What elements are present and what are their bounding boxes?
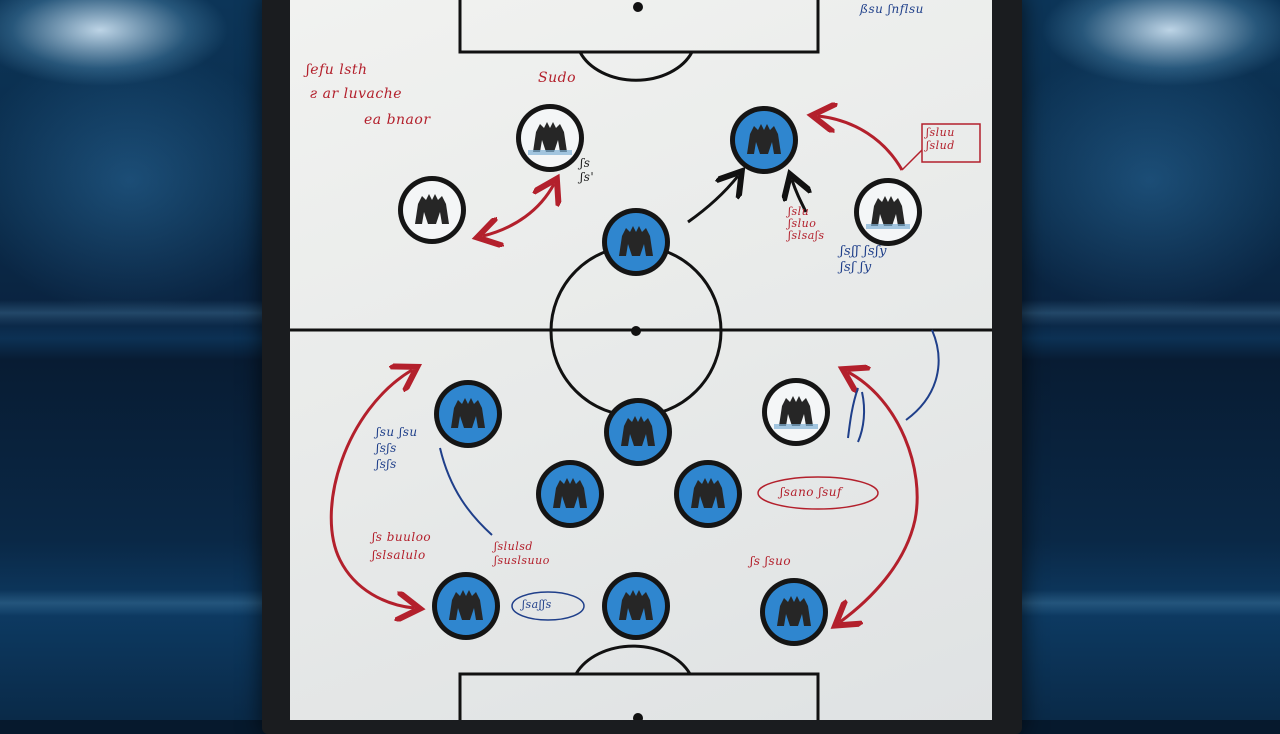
handwritten-note: ʃefu lsth: [306, 62, 368, 78]
player-magnet-white[interactable]: [760, 376, 832, 448]
handwritten-note: ʃsʃʃ ʃsʃy ʃsʃ ʃy: [840, 244, 887, 275]
handwritten-note: ea bnaor: [364, 112, 431, 128]
top-penalty-spot: [633, 2, 643, 12]
handwritten-note: Sudo: [538, 70, 576, 86]
player-magnet-white[interactable]: [852, 176, 924, 248]
player-figures-icon: [432, 572, 500, 640]
overlap-arrow: [840, 372, 919, 622]
player-magnet-blue[interactable]: [758, 576, 830, 648]
player-figures-icon: [516, 104, 584, 172]
marker-line: [847, 387, 859, 439]
note-box: [921, 123, 981, 163]
player-magnet-blue[interactable]: [534, 458, 606, 530]
pass-arrow: [483, 184, 554, 236]
handwritten-note: ʃs ʃsuo: [750, 554, 792, 568]
marker-line: [439, 447, 493, 536]
handwritten-note: ʃslu ʃsluo ʃslsaʃs: [788, 205, 825, 242]
handwritten-note: ʃsano ʃsuf: [780, 485, 842, 499]
marker-line: [857, 391, 866, 443]
player-figures-icon: [762, 378, 830, 446]
top-penalty-box: [458, 0, 820, 54]
player-figures-icon: [398, 176, 466, 244]
center-spot: [631, 326, 641, 336]
player-figures-icon: [674, 460, 742, 528]
handwritten-note: ʃsu ʃsu ʃsʃs ʃsʃs: [376, 425, 418, 471]
player-magnet-white[interactable]: [396, 174, 468, 246]
bottom-penalty-arc: [574, 644, 692, 675]
bottom-penalty-spot: [633, 713, 643, 720]
player-magnet-blue[interactable]: [432, 378, 504, 450]
player-figures-icon: [602, 208, 670, 276]
note-oval: [757, 476, 879, 510]
player-magnet-blue[interactable]: [430, 570, 502, 642]
player-figures-icon: [730, 106, 798, 174]
player-magnet-blue[interactable]: [600, 570, 672, 642]
bottom-penalty-box: [458, 672, 820, 720]
player-figures-icon: [602, 572, 670, 640]
handwritten-note: ʃs buuloo ʃslsalulo: [372, 530, 432, 562]
note-oval: [511, 591, 585, 621]
top-penalty-arc: [578, 51, 694, 82]
player-figures-icon: [434, 380, 502, 448]
player-figures-icon: [854, 178, 922, 246]
handwritten-note: ʃsaʃʃs: [522, 598, 552, 611]
overlap-arrow: [329, 370, 414, 608]
player-magnet-blue[interactable]: [600, 206, 672, 278]
handwritten-note: ʃsluu ʃslud: [926, 126, 955, 152]
marker-line: [905, 329, 940, 421]
run-arrow: [792, 180, 806, 213]
handwritten-note: ßsu ʃnflsu: [860, 2, 924, 16]
player-figures-icon: [536, 460, 604, 528]
player-magnet-blue[interactable]: [672, 458, 744, 530]
player-magnet-blue[interactable]: [728, 104, 800, 176]
player-magnet-blue[interactable]: [602, 396, 674, 468]
handwritten-note: ʃslulsd ʃsuslsuuo: [494, 540, 550, 567]
handwritten-note: ƨ ar luvache: [310, 86, 403, 102]
player-figures-icon: [760, 578, 828, 646]
handwritten-note: ʃs ʃs': [580, 156, 595, 184]
player-magnet-white[interactable]: [514, 102, 586, 174]
pass-arrow: [818, 116, 904, 171]
player-figures-icon: [604, 398, 672, 466]
run-arrow: [687, 176, 738, 224]
note-pointer: [901, 149, 923, 171]
